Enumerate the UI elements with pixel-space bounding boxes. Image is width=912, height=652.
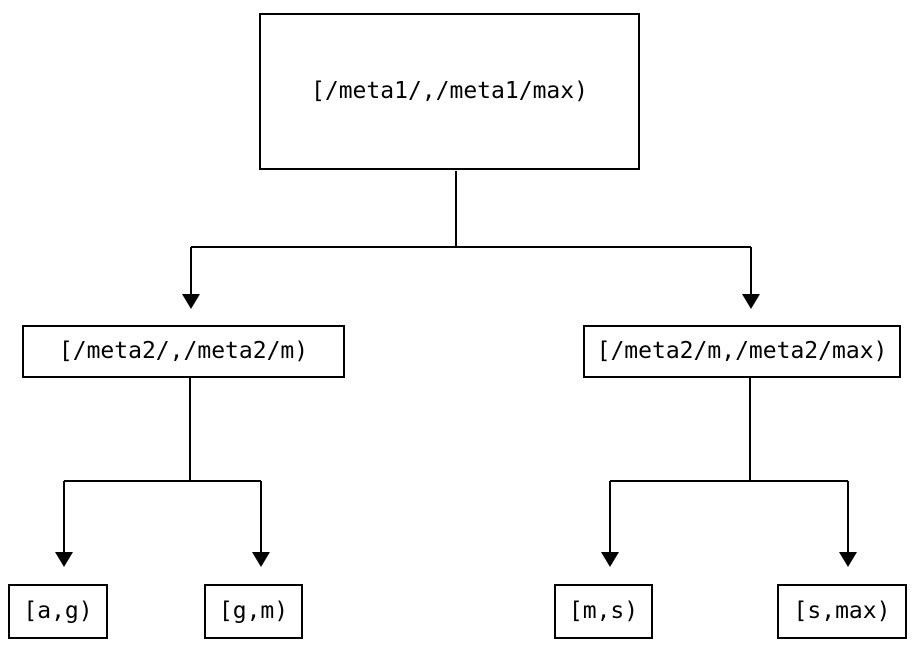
tree-node-right: [/meta2/m,/meta2/max) — [583, 325, 901, 378]
arrow-down-icon — [182, 294, 200, 309]
arrow-down-icon — [839, 552, 857, 567]
tree-node-right-label: [/meta2/m,/meta2/max) — [596, 338, 888, 364]
tree-node-root-label: [/meta1/,/meta1/max) — [311, 78, 588, 104]
tree-node-left-label: [/meta2/,/meta2/m) — [58, 338, 309, 364]
arrow-down-icon — [55, 552, 73, 567]
arrow-down-icon — [252, 552, 270, 567]
tree-node-leaf-gm: [g,m) — [204, 584, 303, 639]
tree-node-leaf-smax-label: [s,max) — [793, 598, 891, 624]
tree-node-leaf-ms-label: [m,s) — [568, 598, 639, 624]
tree-node-leaf-ag-label: [a,g) — [23, 598, 93, 624]
tree-node-leaf-ms: [m,s) — [554, 584, 653, 639]
tree-node-leaf-gm-label: [g,m) — [218, 598, 289, 624]
tree-node-leaf-ag: [a,g) — [8, 584, 108, 639]
arrow-down-icon — [742, 294, 760, 309]
arrow-down-icon — [601, 552, 619, 567]
tree-node-left: [/meta2/,/meta2/m) — [22, 325, 345, 378]
tree-node-root: [/meta1/,/meta1/max) — [259, 13, 640, 170]
tree-node-leaf-smax: [s,max) — [777, 584, 907, 639]
